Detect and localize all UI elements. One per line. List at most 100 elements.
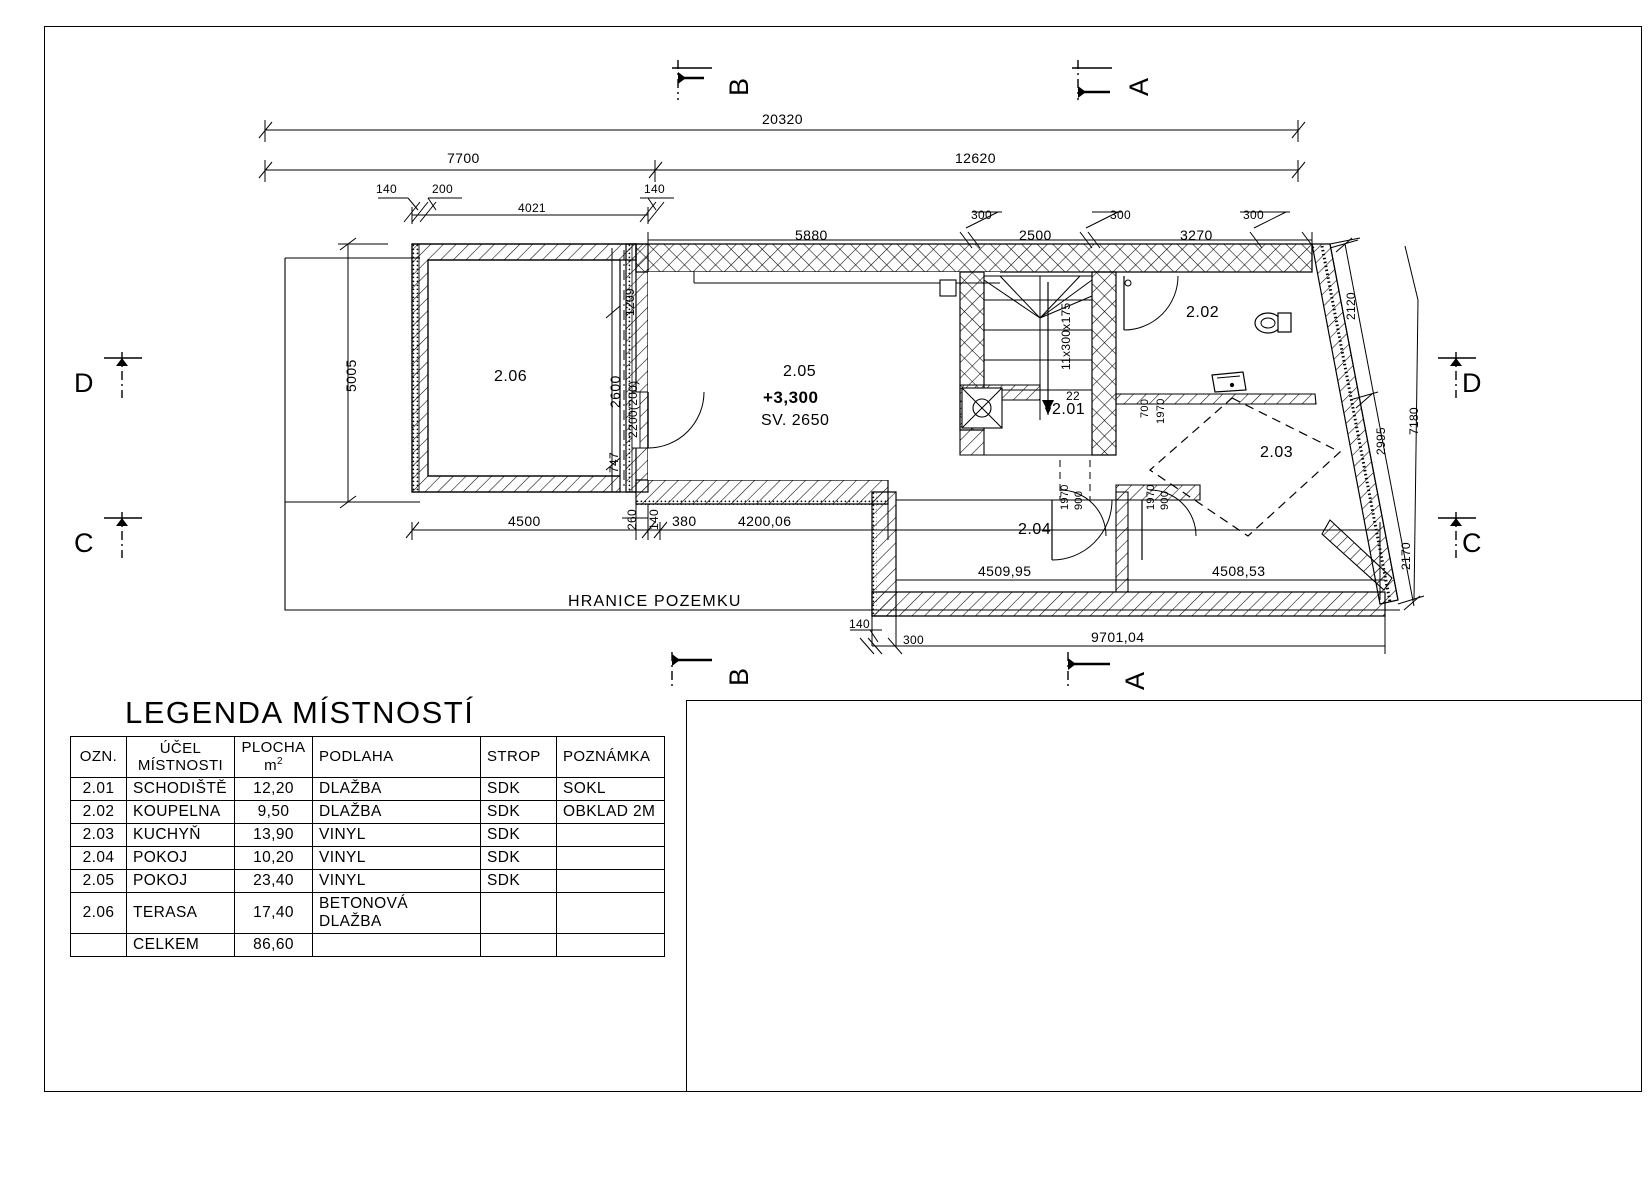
legend-cell-poznamka: OBKLAD 2M xyxy=(556,799,665,824)
room-label-202: 2.02 xyxy=(1186,304,1220,321)
legend-header-row: OZN. ÚČEL MÍSTNOSTI PLOCHA m2 PODLAHA ST… xyxy=(70,736,665,778)
legend-cell-ozn: 2.04 xyxy=(70,845,127,870)
sheet-inner-frame-right xyxy=(686,700,1641,1091)
legend-cell-poznamka xyxy=(556,822,665,847)
section-marker-a-bottom: A xyxy=(1120,671,1150,690)
dim-4500: 4500 xyxy=(508,513,541,529)
legend-cell-poznamka xyxy=(556,932,665,957)
legend-cell-strop xyxy=(480,932,557,957)
legend-cell-poznamka: SOKL xyxy=(556,776,665,801)
dim-300-bottom: 300 xyxy=(903,633,924,647)
legend-cell-podlaha xyxy=(312,932,481,957)
legend-cell-plocha: 9,50 xyxy=(234,799,313,824)
legend-cell-ucel: KUCHYŇ xyxy=(126,822,235,847)
dim-7180: 7180 xyxy=(1407,407,1421,435)
dim-1209: 1209 xyxy=(623,288,637,316)
legend-header-poznamka: POZNÁMKA xyxy=(556,736,665,778)
legend-title: LEGENDA MÍSTNOSTÍ xyxy=(125,695,475,730)
legend-cell-poznamka xyxy=(556,845,665,870)
legend-header-plocha-line1: PLOCHA xyxy=(241,739,306,756)
dim-4200-06: 4200,06 xyxy=(738,513,792,529)
room-legend-table: OZN. ÚČEL MÍSTNOSTI PLOCHA m2 PODLAHA ST… xyxy=(70,736,665,957)
dim-5005: 5005 xyxy=(343,359,359,392)
legend-header-ozn: OZN. xyxy=(70,736,127,778)
legend-header-plocha: PLOCHA m2 xyxy=(234,736,313,778)
legend-cell-strop: SDK xyxy=(480,799,557,824)
dim-140-a: 140 xyxy=(376,182,397,196)
legend-header-podlaha: PODLAHA xyxy=(312,736,481,778)
dim-4021: 4021 xyxy=(518,201,546,215)
legend-cell-ozn: 2.01 xyxy=(70,776,127,801)
door-dim-1970-c: 1970 xyxy=(1155,398,1167,424)
door-dim-700: 700 xyxy=(1139,398,1151,418)
room-label-203: 2.03 xyxy=(1260,444,1294,461)
clear-height-205: SV. 2650 xyxy=(761,412,830,429)
legend-header-ucel-line1: ÚČEL xyxy=(159,739,202,757)
dim-overall-top: 20320 xyxy=(762,111,803,127)
stair-count: 22 xyxy=(1066,389,1080,403)
dim-4508-53: 4508,53 xyxy=(1212,563,1266,579)
legend-cell-podlaha: DLAŽBA xyxy=(312,776,481,801)
legend-cell-ozn: 2.03 xyxy=(70,822,127,847)
legend-cell-ozn: 2.06 xyxy=(70,891,127,934)
legend-cell-ucel: TERASA xyxy=(126,891,235,934)
dim-140-bottom-mid: 140 xyxy=(647,509,661,530)
room-label-201: 2.01 xyxy=(1052,401,1086,418)
sheet-outer-frame xyxy=(44,26,1642,1092)
legend-cell-podlaha: DLAŽBA xyxy=(312,799,481,824)
legend-cell-strop: SDK xyxy=(480,822,557,847)
legend-header-ucel: ÚČEL MÍSTNOSTI xyxy=(126,736,235,778)
legend-cell-plocha: 23,40 xyxy=(234,868,313,893)
legend-cell-podlaha: BETONOVÁ DLAŽBA xyxy=(312,891,481,934)
legend-header-plocha-unit: m xyxy=(264,757,277,775)
section-marker-c-right: C xyxy=(1462,528,1482,558)
dim-2200-200: 2200(200) xyxy=(626,380,640,438)
floor-plan-graphic xyxy=(104,60,1476,690)
section-marker-c-left: C xyxy=(74,528,94,558)
dim-5880: 5880 xyxy=(795,227,828,243)
legend-cell-ucel: POKOJ xyxy=(126,845,235,870)
legend-cell-plocha: 86,60 xyxy=(234,932,313,957)
legend-cell-plocha: 10,20 xyxy=(234,845,313,870)
dim-380: 380 xyxy=(672,513,697,529)
legend-header-ozn-text: OZN. xyxy=(79,748,118,766)
door-dim-900-a: 900 xyxy=(1073,490,1085,510)
dim-2995: 2995 xyxy=(1374,427,1388,455)
legend-header-podlaha-text: PODLAHA xyxy=(319,748,394,766)
door-dim-900-b: 900 xyxy=(1159,490,1171,510)
legend-cell-plocha: 13,90 xyxy=(234,822,313,847)
legend-header-ucel-line2: MÍSTNOSTI xyxy=(137,756,224,774)
legend-header-strop: STROP xyxy=(480,736,557,778)
legend-cell-podlaha: VINYL xyxy=(312,845,481,870)
legend-cell-ucel: POKOJ xyxy=(126,868,235,893)
room-label-204: 2.04 xyxy=(1018,521,1052,538)
dim-top-left-segment: 7700 xyxy=(447,150,480,166)
legend-cell-poznamka xyxy=(556,868,665,893)
legend-cell-plocha: 12,20 xyxy=(234,776,313,801)
door-dim-1970-b: 1970 xyxy=(1145,484,1157,510)
dim-2170: 2170 xyxy=(1399,542,1413,570)
legend-cell-ucel: SCHODIŠTĚ xyxy=(126,776,235,801)
legend-cell-podlaha: VINYL xyxy=(312,822,481,847)
level-marker-205: +3,300 xyxy=(763,388,819,407)
room-label-205: 2.05 xyxy=(783,363,817,380)
dim-260: 260 xyxy=(625,509,639,530)
legend-header-poznamka-text: POZNÁMKA xyxy=(563,748,651,766)
dim-140-bottom: 140 xyxy=(849,617,870,631)
legend-cell-ozn: 2.02 xyxy=(70,799,127,824)
dim-200: 200 xyxy=(432,182,453,196)
property-boundary-label: HRANICE POZEMKU xyxy=(568,593,742,610)
legend-header-plocha-exponent: 2 xyxy=(276,756,283,768)
legend-cell-podlaha: VINYL xyxy=(312,868,481,893)
dim-3270: 3270 xyxy=(1180,227,1213,243)
legend-cell-strop: SDK xyxy=(480,845,557,870)
dim-2500: 2500 xyxy=(1019,227,1052,243)
dim-4509-95: 4509,95 xyxy=(978,563,1032,579)
